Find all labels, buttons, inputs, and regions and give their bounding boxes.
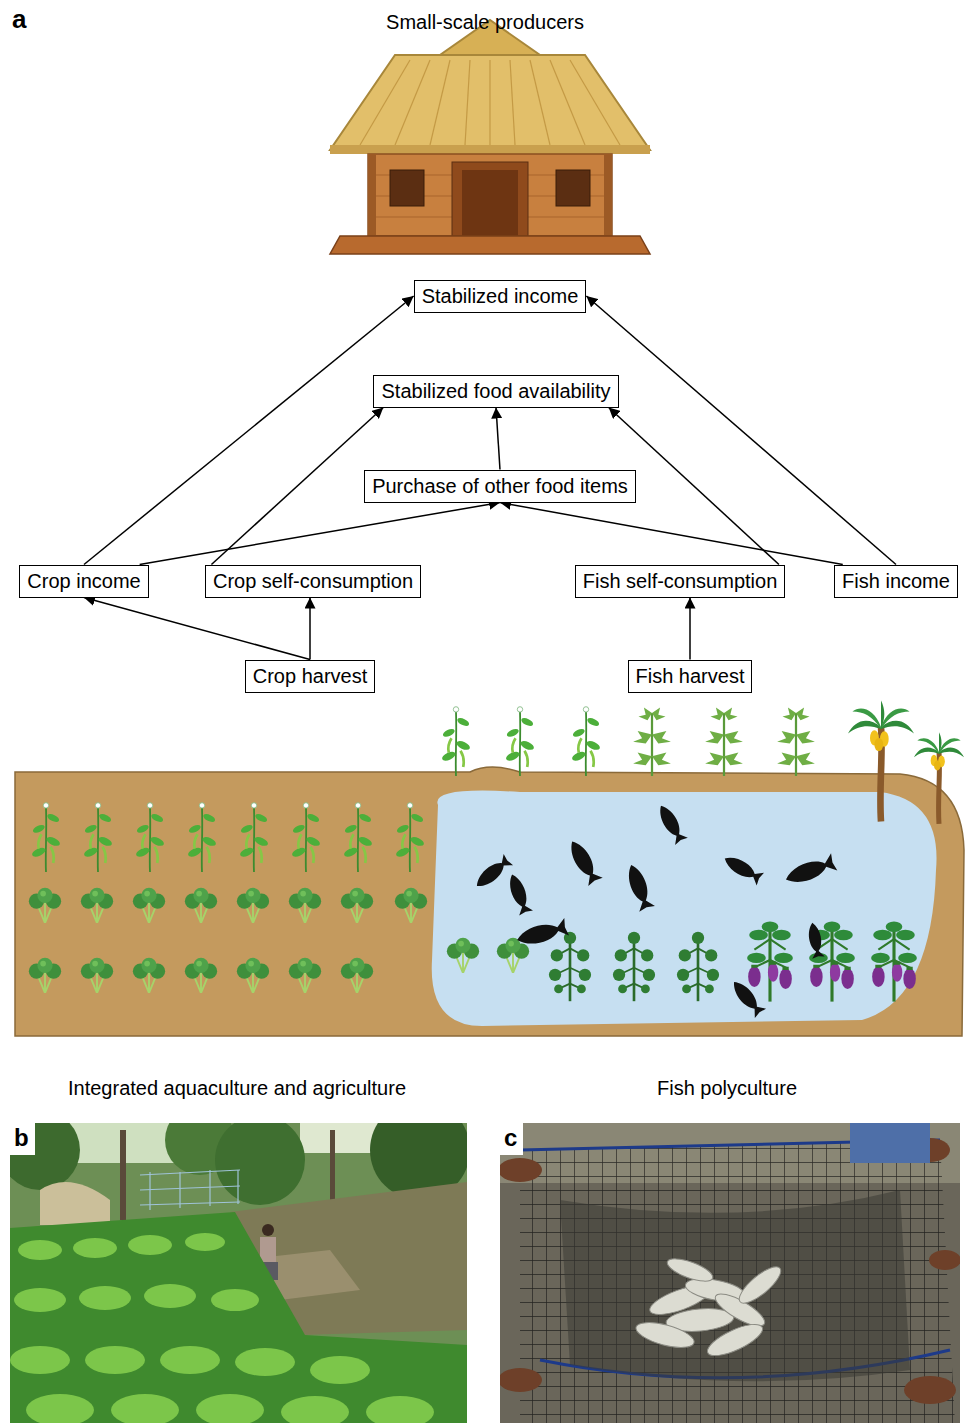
flow-arrow: [211, 408, 383, 565]
flow-arrow: [586, 296, 896, 565]
label-holder: Fish polyculture: [657, 1076, 797, 1100]
diagram-title: Small-scale producers: [386, 11, 584, 33]
flow-box: Crop harvest: [245, 660, 376, 693]
panel-letter: b: [14, 1124, 29, 1151]
flow-box: Fish income: [834, 565, 958, 598]
flow-arrow: [309, 598, 311, 660]
title-holder: Small-scale producers: [386, 10, 584, 34]
label-holder: c: [500, 1123, 523, 1155]
box-text: Fish income: [842, 568, 950, 595]
label-holder: a: [12, 4, 26, 35]
box-text: Fish self-consumption: [583, 568, 778, 595]
flow-box: Stabilized food availability: [373, 375, 618, 408]
label-holder: Integrated aquaculture and agriculture: [68, 1076, 406, 1100]
flow-arrow: [496, 408, 500, 470]
photo-b: [10, 1123, 467, 1423]
flow-arrow: [84, 296, 414, 565]
box-text: Crop harvest: [253, 663, 368, 690]
flow-box: Purchase of other food items: [364, 470, 636, 503]
panel-caption: Integrated aquaculture and agriculture: [68, 1077, 406, 1099]
photo-c: [500, 1123, 960, 1423]
flow-box: Stabilized income: [414, 280, 587, 313]
farm-illustration: [15, 701, 964, 1037]
flow-box: Fish harvest: [628, 660, 753, 693]
flow-arrow: [500, 503, 843, 565]
house-illustration: [330, 20, 650, 254]
flow-arrow: [689, 598, 691, 660]
box-text: Stabilized food availability: [381, 378, 610, 405]
box-text: Crop self-consumption: [213, 568, 413, 595]
panel-caption: Fish polyculture: [657, 1077, 797, 1099]
panel-letter: a: [12, 4, 26, 34]
panel-letter: c: [504, 1124, 517, 1151]
flow-box: Fish self-consumption: [575, 565, 786, 598]
fish-symbols: [472, 802, 837, 1018]
box-text: Stabilized income: [422, 283, 579, 310]
box-text: Purchase of other food items: [372, 473, 628, 500]
crop-plants: [29, 701, 964, 1002]
flow-box: Crop income: [19, 565, 148, 598]
box-text: Crop income: [27, 568, 140, 595]
label-holder: b: [10, 1123, 35, 1155]
flow-arrow: [140, 503, 500, 565]
box-text: Fish harvest: [636, 663, 745, 690]
flow-box: Crop self-consumption: [205, 565, 421, 598]
flow-arrow: [84, 598, 310, 660]
